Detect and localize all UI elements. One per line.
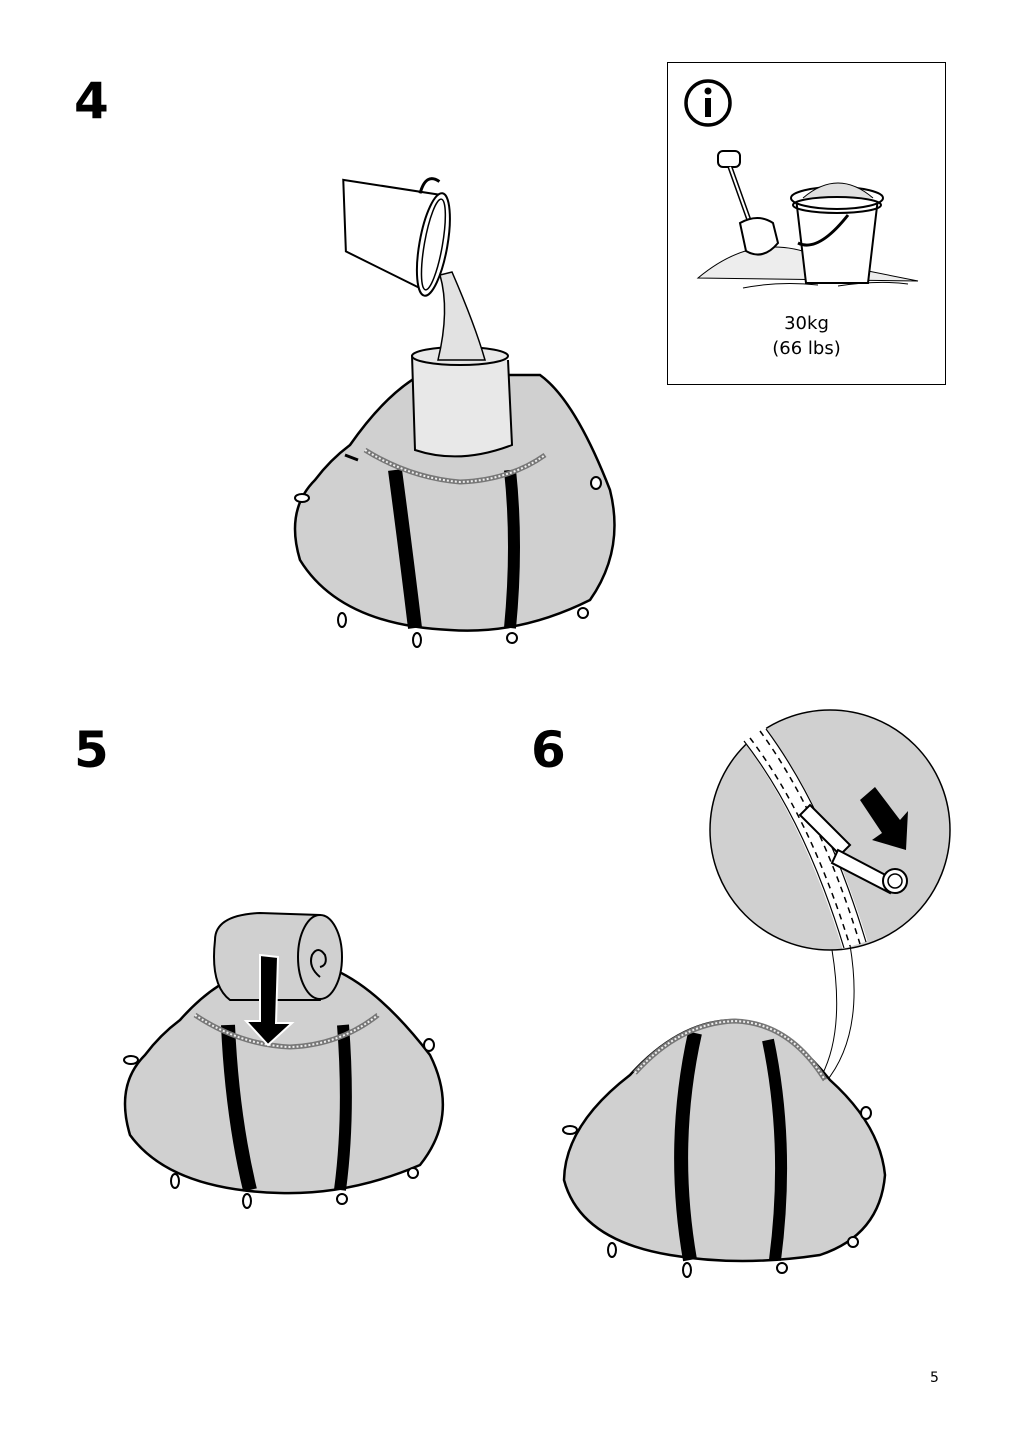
shovel-icon (717, 150, 780, 256)
step-4-illustration (293, 177, 616, 648)
page-number: 5 (930, 1370, 939, 1386)
step-number-4: 4 (74, 72, 109, 130)
bean-bag-cover (562, 1018, 887, 1278)
down-arrow-icon (243, 953, 295, 1047)
info-weight-kg: 30kg (784, 313, 829, 334)
step-6-illustration (562, 709, 951, 1278)
bucket-icon (790, 182, 884, 284)
step-number-5: 5 (74, 721, 109, 779)
info-weight-lbs: (66 lbs) (772, 338, 841, 359)
info-box: 30kg (66 lbs) (667, 62, 946, 385)
zipper-detail-magnifier (709, 709, 951, 1084)
sand-bucket-illustration (696, 150, 919, 289)
pouring-bucket-icon (342, 177, 451, 297)
bean-bag-cover (293, 346, 616, 648)
info-icon (684, 79, 732, 127)
step-number-6: 6 (531, 721, 566, 779)
step-5-illustration (123, 911, 445, 1209)
bean-bag-cover (123, 968, 445, 1209)
arrow-down-right-icon (860, 787, 908, 850)
